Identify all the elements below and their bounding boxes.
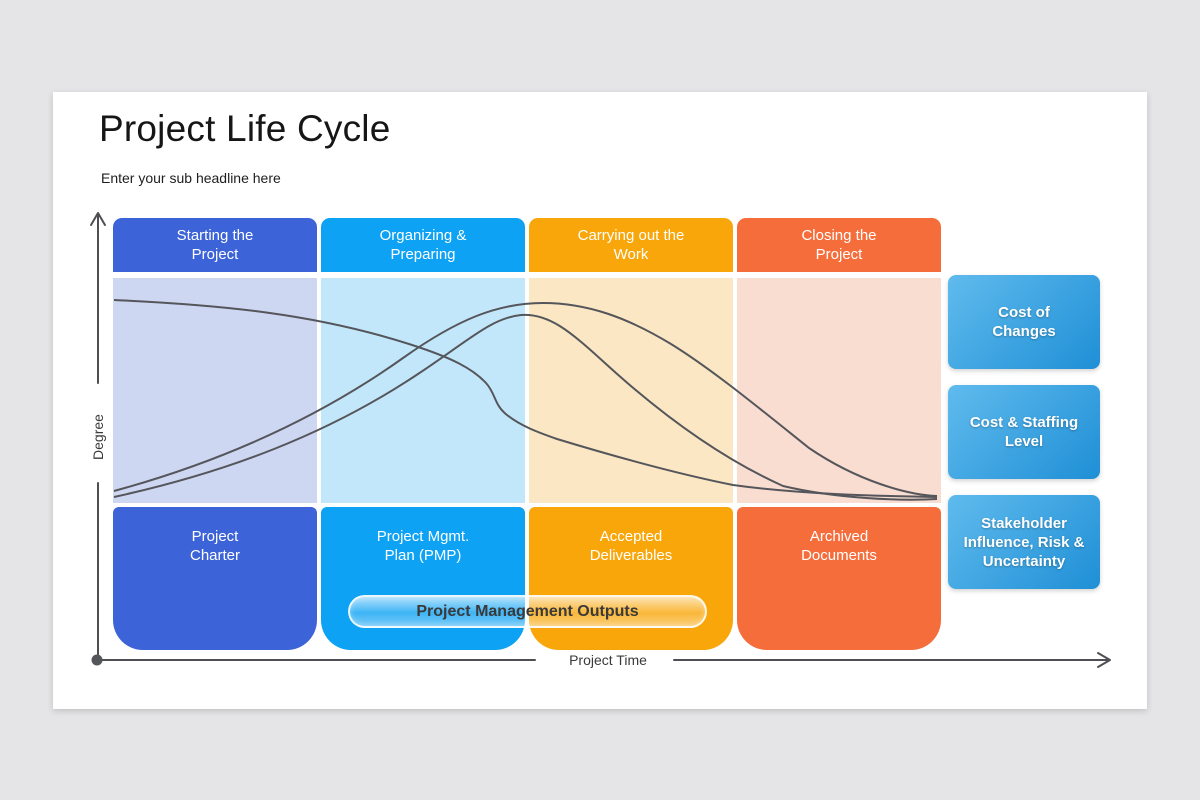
output-label: Plan (PMP) [384, 547, 462, 564]
legend-label: Cost of [998, 304, 1050, 321]
legend-label: Level [1004, 433, 1044, 450]
phase-column-starting [113, 278, 317, 503]
legend-box-cost-staffing-level: Cost & Staffing Level [948, 385, 1100, 479]
output-box-archived-documents: Archived Documents [737, 507, 941, 650]
output-label: Archived [809, 528, 869, 545]
phase-header-label: Project [191, 246, 239, 263]
phase-column-carrying [529, 278, 733, 503]
slide-canvas: Project Life Cycle Enter your sub headli… [53, 92, 1147, 709]
phase-header-label: Work [613, 246, 649, 263]
output-box-accepted-deliverables: Accepted Deliverables [529, 507, 733, 650]
legend-label: Changes [992, 323, 1056, 340]
output-label: Project [191, 528, 239, 545]
legend-box-stakeholder-influence: Stakeholder Influence, Risk & Uncertaint… [948, 495, 1100, 589]
output-label: Deliverables [589, 547, 673, 564]
legend-label: Influence, Risk & [963, 533, 1085, 551]
phase-column-closing [737, 278, 941, 503]
banner-label: Project Management Outputs [416, 602, 639, 620]
phase-header-label: Starting the [176, 227, 254, 244]
phase-header-closing: Closing the Project [737, 218, 941, 272]
phase-column-organizing [321, 278, 525, 503]
output-label: Project Mgmt. [376, 528, 470, 545]
phase-header-label: Project [815, 246, 863, 263]
y-axis-label: Degree [90, 414, 106, 460]
legend-label: Stakeholder [981, 514, 1067, 532]
x-axis-arrow-icon [1097, 652, 1111, 668]
page-title: Project Life Cycle [99, 108, 391, 149]
project-management-outputs-banner: Project Management Outputs [348, 595, 707, 628]
legend-box-cost-of-changes: Cost of Changes [948, 275, 1100, 369]
x-axis-label: Project Time [569, 652, 647, 668]
phase-header-label: Organizing & [379, 227, 467, 244]
output-box-pmp: Project Mgmt. Plan (PMP) [321, 507, 525, 650]
output-box-project-charter: Project Charter [113, 507, 317, 650]
phase-header-label: Closing the [801, 227, 877, 244]
output-label: Charter [189, 547, 241, 564]
phase-header-label: Preparing [390, 246, 456, 263]
page-subtitle: Enter your sub headline here [101, 170, 281, 186]
legend-label: Cost & Staffing [969, 414, 1079, 431]
origin-dot [91, 654, 103, 666]
legend-label: Uncertainty [982, 552, 1066, 570]
phase-header-carrying: Carrying out the Work [529, 218, 733, 272]
phase-header-label: Carrying out the [577, 227, 685, 244]
phase-header-organizing: Organizing & Preparing [321, 218, 525, 272]
y-axis-arrow-icon [90, 212, 106, 226]
output-label: Documents [801, 547, 877, 564]
phase-header-starting: Starting the Project [113, 218, 317, 272]
output-label: Accepted [599, 528, 663, 545]
